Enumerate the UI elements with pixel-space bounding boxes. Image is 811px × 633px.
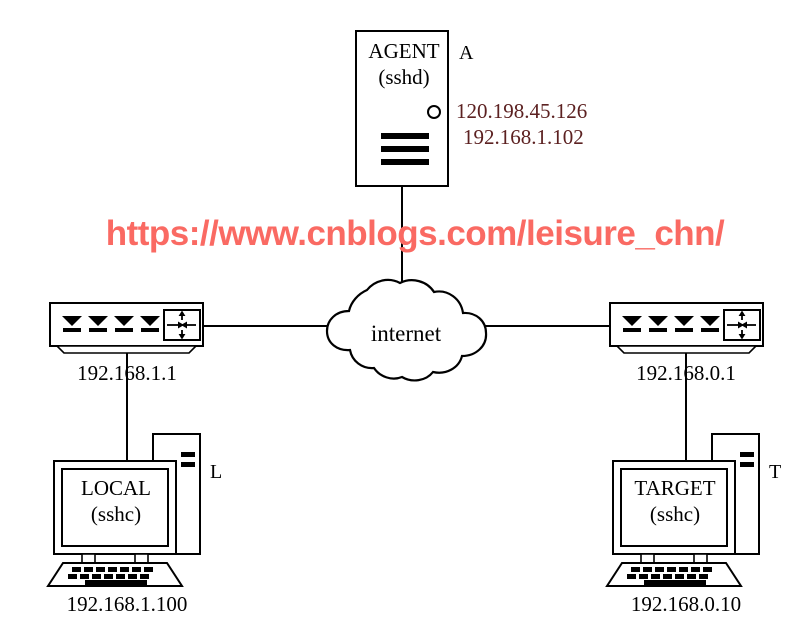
port-bar-3 [115, 328, 133, 332]
left-switch-node[interactable] [49, 302, 204, 354]
local-tower-bar-2 [181, 462, 195, 467]
target-keyboard-keys [627, 567, 712, 585]
port-triangle-4 [140, 316, 160, 326]
target-monitor-screen [620, 468, 728, 547]
left-switch-emblem-icon [163, 309, 201, 341]
agent-private-ip-label: 192.168.1.102 [463, 125, 584, 149]
agent-drive-bar-2 [381, 146, 429, 152]
local-tower-bar-1 [181, 452, 195, 457]
agent-node[interactable]: AGENT (sshd) [355, 30, 449, 187]
port-bar-1 [63, 328, 81, 332]
local-name-label: LOCAL [81, 476, 151, 500]
local-monitor-stand-right [134, 553, 149, 564]
local-tag-label: L [210, 461, 222, 483]
local-keyboard-spacebar [85, 580, 147, 585]
port-bar-2 [649, 328, 667, 332]
agent-drive-bar-1 [381, 133, 429, 139]
left-switch-port-indicators [62, 316, 160, 332]
agent-service-label: (sshd) [378, 65, 429, 89]
target-tag-label: T [769, 461, 781, 483]
agent-tag-label: A [459, 42, 474, 64]
port-triangle-3 [674, 316, 694, 326]
agent-name-label: AGENT [368, 39, 439, 63]
target-tower-bar-2 [740, 462, 754, 467]
port-bar-4 [701, 328, 719, 332]
port-bar-1 [623, 328, 641, 332]
target-monitor-stand-left [640, 553, 655, 564]
target-name-label: TARGET [634, 476, 715, 500]
local-keyboard-keys [68, 567, 153, 585]
port-triangle-1 [62, 316, 82, 326]
cloud-icon [325, 278, 488, 382]
agent-power-led-icon [427, 105, 441, 119]
watermark-url: https://www.cnblogs.com/leisure_chn/ [106, 214, 725, 253]
target-keyboard-spacebar [644, 580, 706, 585]
target-service-label: (sshc) [650, 502, 700, 526]
target-host-node[interactable]: TARGET (sshc) [605, 433, 760, 587]
left-switch-ip-label: 192.168.1.1 [77, 361, 177, 385]
local-service-label: (sshc) [91, 502, 141, 526]
right-switch-node[interactable] [609, 302, 764, 354]
agent-drive-bar-3 [381, 159, 429, 165]
port-triangle-2 [648, 316, 668, 326]
local-monitor-stand-left [81, 553, 96, 564]
target-tower-bar-1 [740, 452, 754, 457]
right-switch-port-indicators [622, 316, 720, 332]
cloud-label: internet [371, 321, 442, 346]
port-bar-2 [89, 328, 107, 332]
right-switch-ip-label: 192.168.0.1 [636, 361, 736, 385]
local-host-node[interactable]: LOCAL (sshc) [46, 433, 201, 587]
local-monitor-screen [61, 468, 169, 547]
internet-cloud-node[interactable]: internet [325, 278, 488, 382]
port-triangle-3 [114, 316, 134, 326]
connection-lines [126, 186, 687, 470]
right-switch-emblem-icon [723, 309, 761, 341]
right-switch-base [615, 345, 758, 354]
left-switch-base [55, 345, 198, 354]
port-bar-3 [675, 328, 693, 332]
port-bar-4 [141, 328, 159, 332]
port-triangle-4 [700, 316, 720, 326]
port-triangle-1 [622, 316, 642, 326]
target-monitor-stand-right [693, 553, 708, 564]
local-ip-label: 192.168.1.100 [67, 592, 188, 616]
target-ip-label: 192.168.0.10 [631, 592, 741, 616]
port-triangle-2 [88, 316, 108, 326]
agent-public-ip-label: 120.198.45.126 [456, 99, 587, 123]
